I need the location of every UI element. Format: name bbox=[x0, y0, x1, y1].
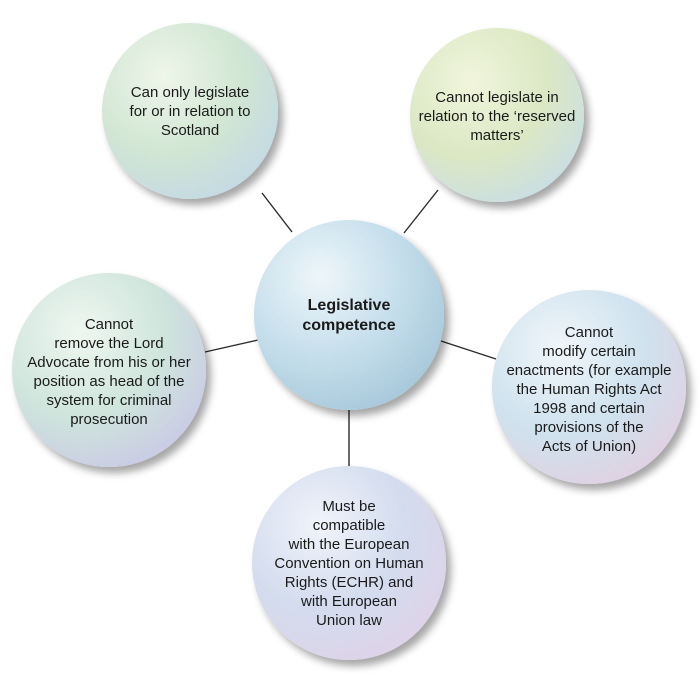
bubble-right-label: Cannot modify certain enactments (for ex… bbox=[506, 323, 672, 455]
connector-right-low bbox=[440, 340, 497, 360]
bubble-left bbox=[12, 273, 206, 467]
bubble-bottom bbox=[252, 466, 446, 660]
bubble-top-right-label: Cannot legislate in relation to the ‘res… bbox=[418, 88, 576, 144]
connector-left bbox=[204, 339, 259, 353]
bubble-bottom-label: Must be compatible with the European Con… bbox=[274, 497, 424, 629]
connector-top bbox=[261, 192, 293, 233]
bubble-top-left bbox=[102, 23, 278, 199]
center-label: Legislative competence bbox=[302, 297, 396, 334]
center-bubble bbox=[254, 220, 444, 410]
connector-right bbox=[403, 189, 439, 234]
connectors bbox=[204, 189, 497, 473]
bubble-left-label: Cannot remove the Lord Advocate from his… bbox=[27, 316, 191, 428]
bubble-top-right bbox=[410, 28, 584, 202]
bubble-top-left-label: Can only legislate for or in relation to… bbox=[129, 83, 251, 139]
bubble-right bbox=[492, 290, 686, 484]
